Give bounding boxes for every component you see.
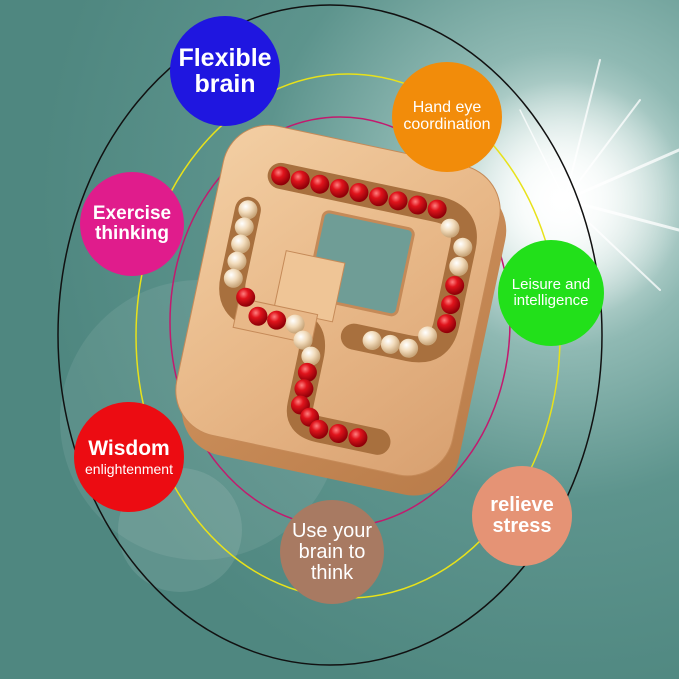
benefit-use-your-brain: Use your brain to think bbox=[280, 500, 384, 604]
benefit-hand-eye-coordination: Hand eye coordination bbox=[392, 62, 502, 172]
red-bead bbox=[437, 314, 457, 334]
natural-bead bbox=[227, 251, 247, 271]
benefit-label: Hand eye bbox=[412, 99, 482, 117]
benefit-label: Leisure and bbox=[511, 276, 591, 294]
red-bead bbox=[427, 199, 447, 219]
natural-bead bbox=[399, 338, 419, 358]
red-bead bbox=[309, 419, 329, 439]
benefit-label: Wisdom bbox=[88, 436, 170, 460]
benefit-label: Exercise bbox=[92, 203, 172, 225]
natural-bead bbox=[301, 346, 321, 366]
natural-bead bbox=[449, 256, 469, 276]
natural-bead bbox=[238, 200, 258, 220]
red-bead bbox=[267, 310, 287, 330]
red-bead bbox=[445, 275, 465, 295]
red-bead bbox=[248, 306, 268, 326]
red-bead bbox=[388, 191, 408, 211]
red-bead bbox=[236, 287, 256, 307]
benefit-label: relieve bbox=[490, 494, 554, 516]
red-bead bbox=[329, 178, 349, 198]
bead-row bbox=[223, 166, 473, 448]
red-bead bbox=[297, 362, 317, 382]
benefit-wisdom-enlightenment: Wisdom enlightenment bbox=[74, 402, 184, 512]
benefit-label: coordination bbox=[403, 116, 491, 133]
natural-bead bbox=[285, 314, 305, 334]
natural-bead bbox=[293, 330, 313, 350]
natural-bead bbox=[231, 234, 251, 254]
benefit-label: brain to bbox=[298, 540, 366, 563]
red-bead bbox=[408, 195, 428, 215]
red-bead bbox=[368, 187, 388, 207]
natural-bead bbox=[223, 268, 243, 288]
wooden-bead-maze-puzzle bbox=[175, 124, 507, 496]
red-bead bbox=[290, 170, 310, 190]
natural-bead bbox=[380, 334, 400, 354]
natural-bead bbox=[453, 237, 473, 257]
benefit-label: enlightenment bbox=[85, 460, 173, 477]
natural-bead bbox=[418, 326, 438, 346]
benefit-label: stress bbox=[492, 515, 552, 537]
natural-bead bbox=[440, 218, 460, 238]
benefit-flexible-brain: Flexible brain bbox=[170, 16, 280, 126]
red-bead bbox=[328, 424, 348, 444]
benefit-leisure-intelligence: Leisure and intelligence bbox=[498, 240, 604, 346]
benefit-label: Flexible bbox=[178, 43, 272, 72]
red-bead bbox=[441, 295, 461, 315]
benefit-label: brain bbox=[194, 70, 256, 98]
red-bead bbox=[348, 428, 368, 448]
outer-orbit bbox=[57, 4, 603, 666]
light-glow bbox=[445, 80, 679, 320]
natural-bead bbox=[362, 330, 382, 350]
red-bead bbox=[349, 183, 369, 203]
natural-bead bbox=[234, 217, 254, 237]
red-bead bbox=[271, 166, 291, 186]
benefit-label: intelligence bbox=[513, 292, 589, 309]
red-bead bbox=[294, 379, 314, 399]
benefit-label: think bbox=[310, 561, 354, 584]
benefit-label: thinking bbox=[95, 223, 169, 244]
benefit-relieve-stress: relieve stress bbox=[472, 466, 572, 566]
light-rays bbox=[519, 59, 679, 291]
benefit-exercise-thinking: Exercise thinking bbox=[80, 172, 184, 276]
benefit-label: Use your bbox=[291, 519, 373, 542]
red-bead bbox=[310, 174, 330, 194]
